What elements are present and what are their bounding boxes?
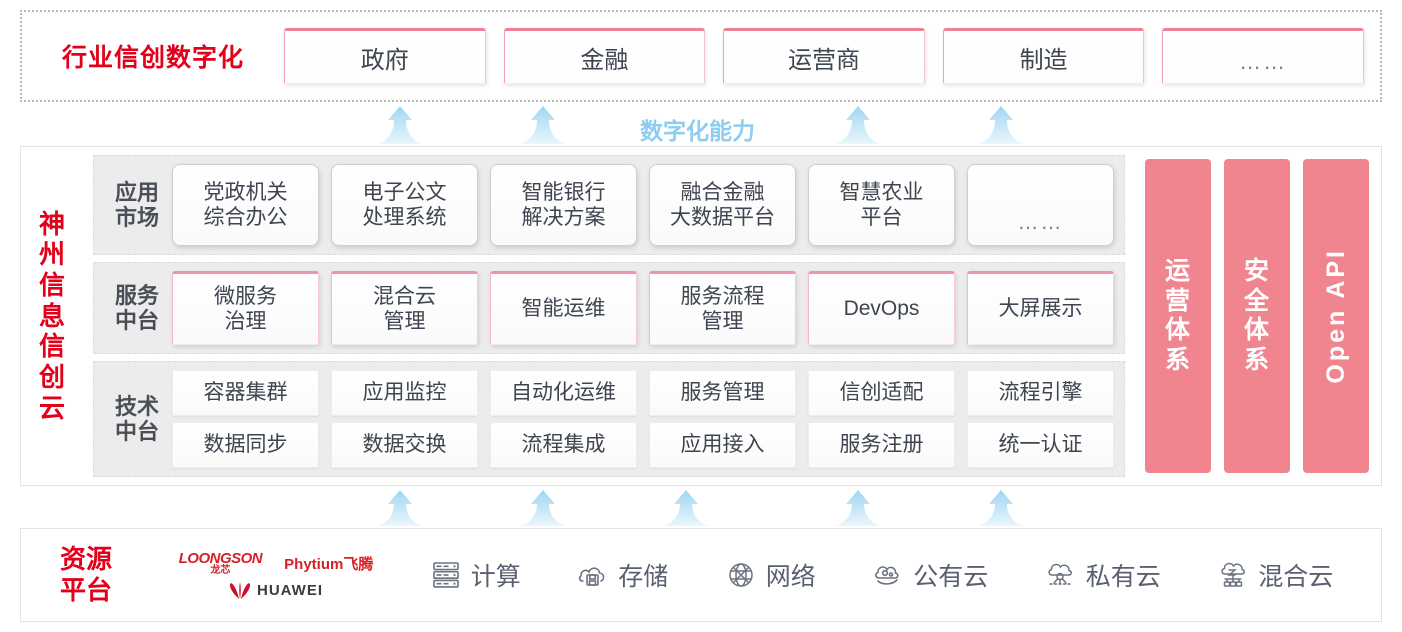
tech-card-app-monitoring[interactable]: 应用监控 [331,370,478,416]
resource-item-label: 私有云 [1085,563,1161,591]
up-arrow-icon [979,106,1023,146]
platform-title-char: 云 [38,392,65,423]
app-card-smart-bank[interactable]: 智能银行解决方案 [490,164,637,246]
row-label-application-market: 应用 市场 [114,179,159,230]
tech-card-data-exchange[interactable]: 数据交换 [331,422,478,468]
svc-card-intelligent-ops[interactable]: 智能运维 [490,271,637,345]
resource-item-label: 计算 [470,563,521,591]
tech-card-process-integration[interactable]: 流程集成 [490,422,637,468]
server-icon [432,562,459,588]
loongson-logo: LOONGSON 龙芯 [178,549,263,576]
industry-card-more[interactable]: …… [1162,28,1364,84]
app-card-government-office[interactable]: 党政机关综合办公 [172,164,319,246]
row-technology-platform: 技术 中台 容器集群 应用监控 自动化运维 服务管理 信创适配 流程引擎 数据同… [93,361,1125,477]
technology-platform-cells: 容器集群 应用监控 自动化运维 服务管理 信创适配 流程引擎 数据同步 数据交换… [172,370,1114,468]
resource-item-label: 存储 [618,563,669,591]
row-service-platform: 服务 中台 微服务治理 混合云管理 智能运维 服务流程管理 DevOps [93,262,1125,354]
platform-title-char: 信 [38,331,65,362]
platform-title-char: 神 [38,208,65,239]
service-platform-cells: 微服务治理 混合云管理 智能运维 服务流程管理 DevOps 大屏展示 [172,271,1114,345]
up-arrow-icon [836,488,880,528]
hybrid-cloud-icon [1221,562,1246,587]
row-application-market: 应用 市场 党政机关综合办公 电子公文处理系统 智能银行解决方案 融合金融大数据… [93,155,1125,255]
resource-item-hybrid-cloud[interactable]: 混合云 [1216,557,1333,593]
industry-card-list: 政府 金融 运营商 制造 …… [284,28,1380,84]
app-card-finance-bigdata[interactable]: 融合金融大数据平台 [649,164,796,246]
up-arrow-icon [521,488,565,528]
cloud-storage-icon [579,567,605,586]
up-arrow-icon [664,488,708,528]
public-cloud-icon [875,566,899,585]
resource-item-list: 计算 存储 网络 [401,557,1381,593]
tech-card-automated-ops[interactable]: 自动化运维 [490,370,637,416]
side-bar-security-system[interactable]: 安 全 体 系 [1224,159,1290,473]
industry-card-government[interactable]: 政府 [284,28,486,84]
tech-card-service-registry[interactable]: 服务注册 [808,422,955,468]
connector-arrows-bottom [0,488,1402,528]
svc-card-microservice-governance[interactable]: 微服务治理 [172,271,319,345]
platform-panel: 神 州 信 息 信 创 云 应用 市场 党政机关综合办公 电子公文处理系统 智能… [20,146,1382,486]
side-bar-open-api[interactable]: Open API [1303,159,1369,473]
industry-card-manufacturing[interactable]: 制造 [942,28,1145,84]
resource-item-label: 网络 [765,563,816,591]
resource-item-public-cloud[interactable]: 公有云 [871,557,988,593]
side-bar-operations-system[interactable]: 运 营 体 系 [1145,159,1211,473]
app-card-smart-agriculture[interactable]: 智慧农业平台 [808,164,955,246]
resource-platform-panel: 资源 平台 LOONGSON 龙芯 Phytium飞腾 HUAWEI [20,528,1382,622]
platform-title-char: 创 [38,362,65,392]
tech-card-unified-auth[interactable]: 统一认证 [967,422,1114,468]
industry-band-title: 行业信创数字化 [61,44,244,72]
tech-card-app-access[interactable]: 应用接入 [649,422,796,468]
platform-title-char: 信 [38,269,65,300]
phytium-logo: Phytium飞腾 [284,555,374,573]
row-label-service-platform: 服务 中台 [114,282,159,333]
huawei-flower-icon [229,581,251,599]
tech-card-data-sync[interactable]: 数据同步 [172,422,319,468]
industry-band: 行业信创数字化 政府 金融 运营商 制造 …… [20,10,1382,102]
industry-card-carrier[interactable]: 运营商 [723,28,925,84]
network-icon [728,563,753,587]
svc-card-big-screen-display[interactable]: 大屏展示 [967,271,1114,345]
svc-card-service-process-mgmt[interactable]: 服务流程管理 [649,271,796,345]
platform-title-char: 息 [38,300,65,331]
huawei-logo: HUAWEI [229,581,323,600]
app-card-edoc-system[interactable]: 电子公文处理系统 [331,164,478,246]
side-bar-open-api-label: Open API [1321,248,1350,384]
platform-title-char: 州 [38,239,65,270]
connector-arrows-top [0,104,1402,146]
row-label-technology-platform: 技术 中台 [114,393,159,444]
app-card-more[interactable]: …… [967,164,1114,246]
platform-title: 神 州 信 息 信 创 云 [21,147,83,485]
up-arrow-icon [836,106,880,146]
svc-card-devops[interactable]: DevOps [808,271,955,345]
resource-item-compute[interactable]: 计算 [429,557,521,593]
resource-item-network[interactable]: 网络 [724,557,816,593]
resource-item-storage[interactable]: 存储 [576,557,668,593]
resource-item-private-cloud[interactable]: 私有云 [1044,557,1161,593]
application-market-cells: 党政机关综合办公 电子公文处理系统 智能银行解决方案 融合金融大数据平台 智慧农… [172,164,1114,246]
tech-subrow-1: 容器集群 应用监控 自动化运维 服务管理 信创适配 流程引擎 [172,370,1114,416]
tech-card-xinchuang-adaptation[interactable]: 信创适配 [808,370,955,416]
digital-capability-label: 数字化能力 [640,118,755,144]
tech-subrow-2: 数据同步 数据交换 流程集成 应用接入 服务注册 统一认证 [172,422,1114,468]
tech-card-container-cluster[interactable]: 容器集群 [172,370,319,416]
tech-card-process-engine[interactable]: 流程引擎 [967,370,1114,416]
up-arrow-icon [378,488,422,528]
private-cloud-icon [1048,563,1073,585]
up-arrow-icon [521,106,565,146]
resource-item-label: 公有云 [913,563,989,591]
resource-platform-title: 资源 平台 [59,543,112,605]
industry-card-finance[interactable]: 金融 [503,28,706,84]
vendor-logo-group: LOONGSON 龙芯 Phytium飞腾 HUAWEI [151,551,401,600]
up-arrow-icon [378,106,422,146]
platform-side-bars: 运 营 体 系 安 全 体 系 Open API [1131,147,1381,485]
up-arrow-icon [979,488,1023,528]
resource-item-label: 混合云 [1258,563,1334,591]
platform-rows: 应用 市场 党政机关综合办公 电子公文处理系统 智能银行解决方案 融合金融大数据… [83,147,1131,485]
tech-card-service-mgmt[interactable]: 服务管理 [649,370,796,416]
svc-card-hybrid-cloud-mgmt[interactable]: 混合云管理 [331,271,478,345]
